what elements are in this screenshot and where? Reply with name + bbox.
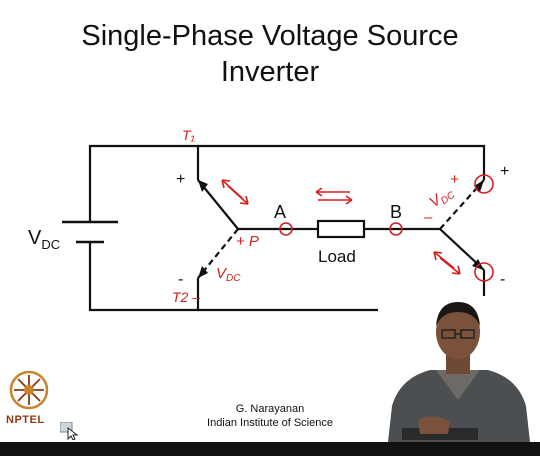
wire-bottom-left: [88, 242, 200, 312]
title-line-1: Single-Phase Voltage Source: [81, 20, 459, 52]
nptel-logo-text: NPTEL: [6, 414, 45, 426]
switch-left-upper-arrow: [198, 180, 208, 192]
node-a-label: A: [274, 202, 286, 222]
wire-top-right: [198, 144, 486, 180]
circle-right-lower-switch: [474, 262, 494, 282]
arrow-load-right: [318, 195, 353, 205]
annotation-vdc-left: VDC: [216, 265, 241, 284]
load-resistor: [316, 219, 366, 239]
annotation-right-minus: –: [424, 209, 433, 226]
annotation-right-plus: +: [450, 171, 459, 188]
bottom-bar: [0, 442, 540, 456]
load-label: Load: [318, 247, 356, 266]
mouse-cursor-icon: [60, 422, 78, 440]
source-label: VDC: [28, 227, 60, 252]
arrow-right-lower-2: [439, 257, 461, 275]
polarity-left-top: +: [176, 171, 185, 188]
arrow-left-upper-2: [227, 185, 249, 205]
switch-left-lower-arrow: [198, 266, 208, 278]
annotation-t2: T2 –: [172, 289, 200, 305]
wire-top-left: [88, 144, 200, 222]
nptel-logo-icon: [9, 370, 49, 410]
annotation-plus-p: + P: [236, 233, 259, 250]
node-b-label: B: [390, 202, 402, 222]
title-line-2: Inverter: [220, 56, 320, 88]
polarity-left-bottom: -: [178, 271, 183, 288]
circuit-wires: [88, 144, 486, 312]
arrow-right-lower-1: [433, 251, 455, 269]
presenter-name: G. Narayanan: [235, 403, 305, 415]
hand-annotations: [221, 174, 494, 282]
institute-name: Indian Institute of Science: [207, 417, 333, 429]
annotation-t1: T₁: [182, 127, 196, 143]
circle-right-upper-switch: [474, 174, 494, 194]
polarity-right-bottom: -: [500, 271, 505, 288]
polarity-right-top: +: [500, 163, 509, 180]
presenter-video: [378, 296, 540, 442]
switch-right-upper-arrow: [474, 180, 484, 192]
circle-node-b: [389, 222, 403, 236]
slide-credit: G. Narayanan Indian Institute of Science: [0, 402, 540, 430]
circle-node-a: [279, 222, 293, 236]
arrow-load-left: [315, 187, 350, 197]
slide-title: Single-Phase Voltage Source Inverter: [0, 18, 540, 90]
